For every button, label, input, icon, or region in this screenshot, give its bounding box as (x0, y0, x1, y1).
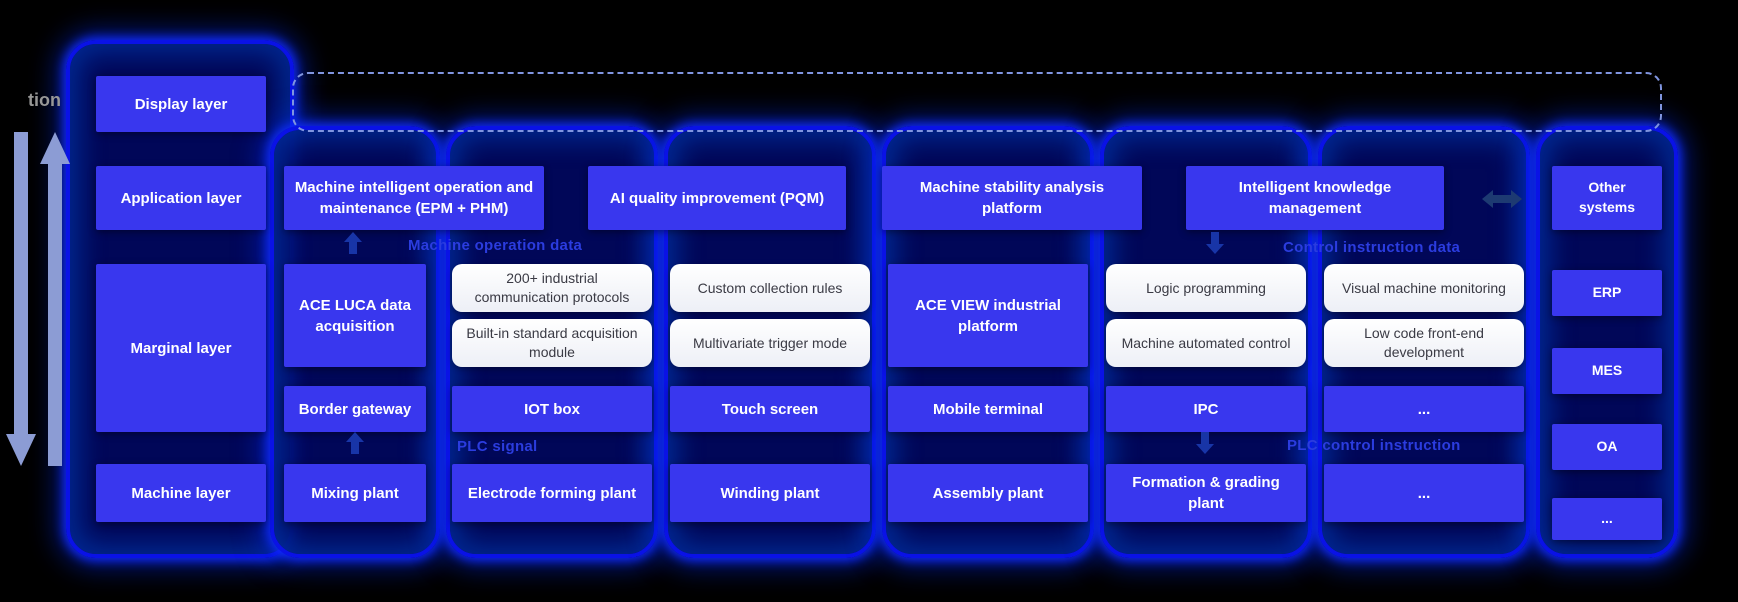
machine-box-assembly-plant: Assembly plant (888, 464, 1088, 522)
other-systems-box: Other systems (1552, 166, 1662, 230)
app-box-stability-platform: Machine stability analysis platform (882, 166, 1142, 230)
machine-box-winding-plant: Winding plant (670, 464, 870, 522)
layer-box-display: Display layer (96, 76, 266, 132)
app-box-knowledge-management: Intelligent knowledge management (1186, 166, 1444, 230)
device-box-ellipsis: ... (1324, 386, 1524, 432)
label-plc-signal: PLC signal (457, 438, 538, 455)
module-box-low-code: Low code front-end development (1324, 319, 1524, 367)
module-box-acquisition: Built-in standard acquisition module (452, 319, 652, 367)
bidirectional-arrow-icon (1482, 190, 1522, 208)
app-box-epm-phm: Machine intelligent operation and mainte… (284, 166, 544, 230)
layer-box-application: Application layer (96, 166, 266, 230)
box-ace-luca: ACE LUCA data acquisition (284, 264, 426, 367)
display-span-dashed-outline (292, 72, 1662, 132)
down-arrow-icon-small (1196, 432, 1214, 454)
layer-box-machine: Machine layer (96, 464, 266, 522)
system-box-oa: OA (1552, 424, 1662, 470)
module-box-logic-programming: Logic programming (1106, 264, 1306, 312)
down-arrow-icon (6, 132, 36, 466)
machine-box-formation-grading-plant: Formation & grading plant (1106, 464, 1306, 522)
module-box-automated-control: Machine automated control (1106, 319, 1306, 367)
module-box-protocols: 200+ industrial communication protocols (452, 264, 652, 312)
up-arrow-icon-small (344, 232, 362, 254)
system-box-erp: ERP (1552, 270, 1662, 316)
device-box-mobile-terminal: Mobile terminal (888, 386, 1088, 432)
label-machine-operation-data: Machine operation data (408, 237, 583, 254)
up-arrow-icon (40, 132, 70, 466)
machine-box-electrode-forming-plant: Electrode forming plant (452, 464, 652, 522)
box-ace-view: ACE VIEW industrial platform (888, 264, 1088, 367)
label-plc-control-instruction: PLC control instruction (1287, 437, 1461, 454)
device-box-ipc: IPC (1106, 386, 1306, 432)
device-box-touch-screen: Touch screen (670, 386, 870, 432)
label-control-instruction-data: Control instruction data (1283, 239, 1461, 256)
layer-box-marginal: Marginal layer (96, 264, 266, 432)
clipped-edge-label: tion (28, 90, 61, 110)
module-box-trigger-mode: Multivariate trigger mode (670, 319, 870, 367)
module-box-collection-rules: Custom collection rules (670, 264, 870, 312)
system-box-ellipsis: ... (1552, 498, 1662, 540)
up-arrow-icon-small (346, 432, 364, 454)
module-box-visual-monitoring: Visual machine monitoring (1324, 264, 1524, 312)
device-box-border-gateway: Border gateway (284, 386, 426, 432)
device-box-iot-box: IOT box (452, 386, 652, 432)
machine-box-ellipsis: ... (1324, 464, 1524, 522)
system-box-mes: MES (1552, 348, 1662, 394)
down-arrow-icon-small (1206, 232, 1224, 254)
machine-box-mixing-plant: Mixing plant (284, 464, 426, 522)
app-box-pqm: AI quality improvement (PQM) (588, 166, 846, 230)
